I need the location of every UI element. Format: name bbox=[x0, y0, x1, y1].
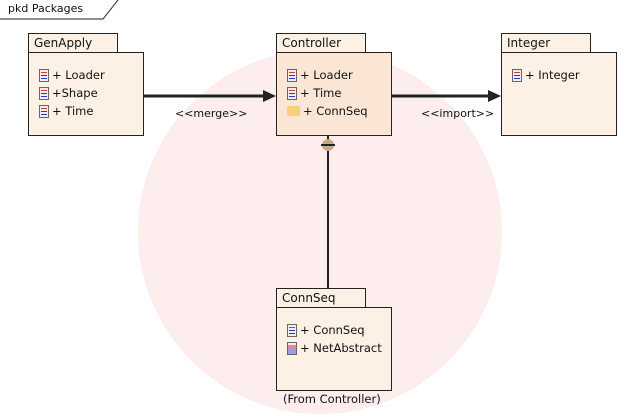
package-tab-integer[interactable]: Integer bbox=[501, 33, 591, 52]
abstract-class-icon bbox=[287, 341, 297, 355]
package-controller[interactable]: + Loader + Time + ConnSeq bbox=[276, 52, 392, 136]
list-item: +Shape bbox=[39, 84, 143, 102]
import-label: <<import>> bbox=[421, 107, 495, 120]
package-integer[interactable]: + Integer bbox=[501, 52, 617, 136]
package-tab-connseq[interactable]: ConnSeq bbox=[276, 288, 366, 307]
list-item: + Time bbox=[39, 102, 143, 120]
class-icon bbox=[39, 68, 49, 82]
list-item: + Loader bbox=[39, 66, 143, 84]
list-item: + ConnSeq bbox=[287, 102, 391, 120]
frame-title: pkd Packages bbox=[8, 2, 84, 15]
package-genapply[interactable]: + Loader +Shape + Time bbox=[28, 52, 144, 136]
class-icon bbox=[39, 86, 49, 100]
merge-label: <<merge>> bbox=[175, 107, 248, 120]
package-tab-controller[interactable]: Controller bbox=[276, 33, 366, 52]
class-icon bbox=[287, 86, 297, 100]
package-tab-genapply[interactable]: GenApply bbox=[28, 33, 118, 52]
class-icon bbox=[287, 68, 297, 82]
package-origin-label: (From Controller) bbox=[283, 392, 381, 406]
folder-icon bbox=[287, 106, 300, 116]
class-icon bbox=[39, 104, 49, 118]
package-connseq[interactable]: + ConnSeq + NetAbstract bbox=[276, 307, 392, 391]
watermark-logo bbox=[138, 50, 502, 414]
list-item: + NetAbstract bbox=[287, 339, 391, 357]
list-item: + Loader bbox=[287, 66, 391, 84]
list-item: + Time bbox=[287, 84, 391, 102]
frame-tab-border bbox=[0, 0, 119, 20]
list-item: + ConnSeq bbox=[287, 321, 391, 339]
class-icon bbox=[287, 323, 297, 337]
list-item: + Integer bbox=[512, 66, 616, 84]
merge-arrowhead bbox=[263, 90, 276, 102]
class-icon bbox=[512, 68, 522, 82]
import-arrowhead bbox=[488, 90, 501, 102]
